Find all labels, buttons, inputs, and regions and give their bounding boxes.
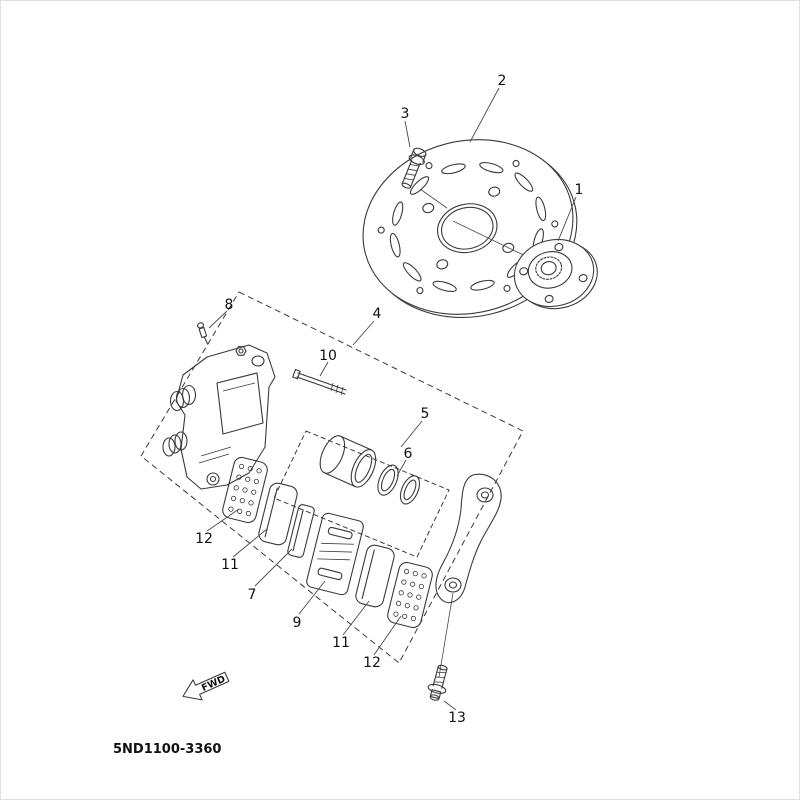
callout-2: 2 (498, 73, 507, 89)
leader-11-outer (232, 528, 268, 558)
callout-6: 6 (404, 446, 413, 462)
callout-5: 5 (421, 406, 430, 422)
callout-11-outer: 11 (221, 557, 239, 573)
callout-4: 4 (373, 306, 382, 322)
callout-3: 3 (401, 106, 410, 122)
callout-1: 1 (575, 182, 584, 198)
leader-1 (557, 196, 577, 242)
caliper-bolt-head (235, 346, 247, 356)
leader-7 (254, 548, 293, 587)
bracket-bolt (427, 664, 448, 701)
callout-11-inner: 11 (332, 635, 350, 651)
fwd-label: FWD (200, 674, 227, 694)
brake-disc (362, 139, 578, 319)
brake-pad-inner (355, 544, 395, 608)
pin-boots (162, 384, 197, 457)
leader-12-inner (373, 615, 402, 656)
bolt-axis-line (419, 188, 448, 209)
callout-10: 10 (319, 348, 337, 364)
callout-7: 7 (248, 587, 257, 603)
bracket-bolt-axis-line (438, 592, 454, 678)
callout-9: 9 (293, 615, 302, 631)
pad-shield-outer (222, 456, 268, 524)
wheel-hub (513, 238, 598, 310)
brake-pad-outer (258, 482, 298, 546)
callout-13: 13 (448, 710, 466, 726)
bleed-screw (197, 322, 209, 345)
leader-2 (469, 87, 500, 143)
pad-spring (306, 512, 364, 596)
leader-12-outer (206, 508, 240, 532)
leader-5 (400, 420, 423, 448)
fwd-direction-arrow: FWD (182, 671, 230, 701)
callout-12-inner: 12 (363, 655, 381, 671)
diagram-part-code: 5ND1100-3360 (113, 742, 221, 757)
leader-8 (208, 310, 228, 329)
piston-kit-boundary (273, 430, 450, 558)
callout-leader-lines (206, 87, 577, 711)
caliper-assembly-boundary (140, 291, 524, 664)
callout-8: 8 (225, 297, 234, 313)
callout-labels: 1 2 3 4 5 6 7 8 9 10 11 12 11 12 13 (195, 73, 583, 726)
leader-3 (404, 120, 411, 148)
callout-12-outer: 12 (195, 531, 213, 547)
leader-9 (298, 580, 326, 615)
leader-13 (443, 700, 457, 711)
disc-slots (389, 161, 547, 293)
leader-4 (352, 320, 375, 346)
pad-pin (292, 369, 347, 396)
pad-shim (287, 504, 315, 558)
leader-10 (319, 361, 329, 377)
leader-11-inner (342, 600, 370, 636)
pad-shield-inner (387, 561, 433, 629)
disc-bolt (401, 147, 427, 189)
caliper-body (162, 344, 276, 490)
caliper-bracket (435, 473, 502, 604)
leader-6 (396, 459, 407, 477)
piston-seals (377, 464, 421, 505)
caliper-piston (319, 435, 377, 488)
